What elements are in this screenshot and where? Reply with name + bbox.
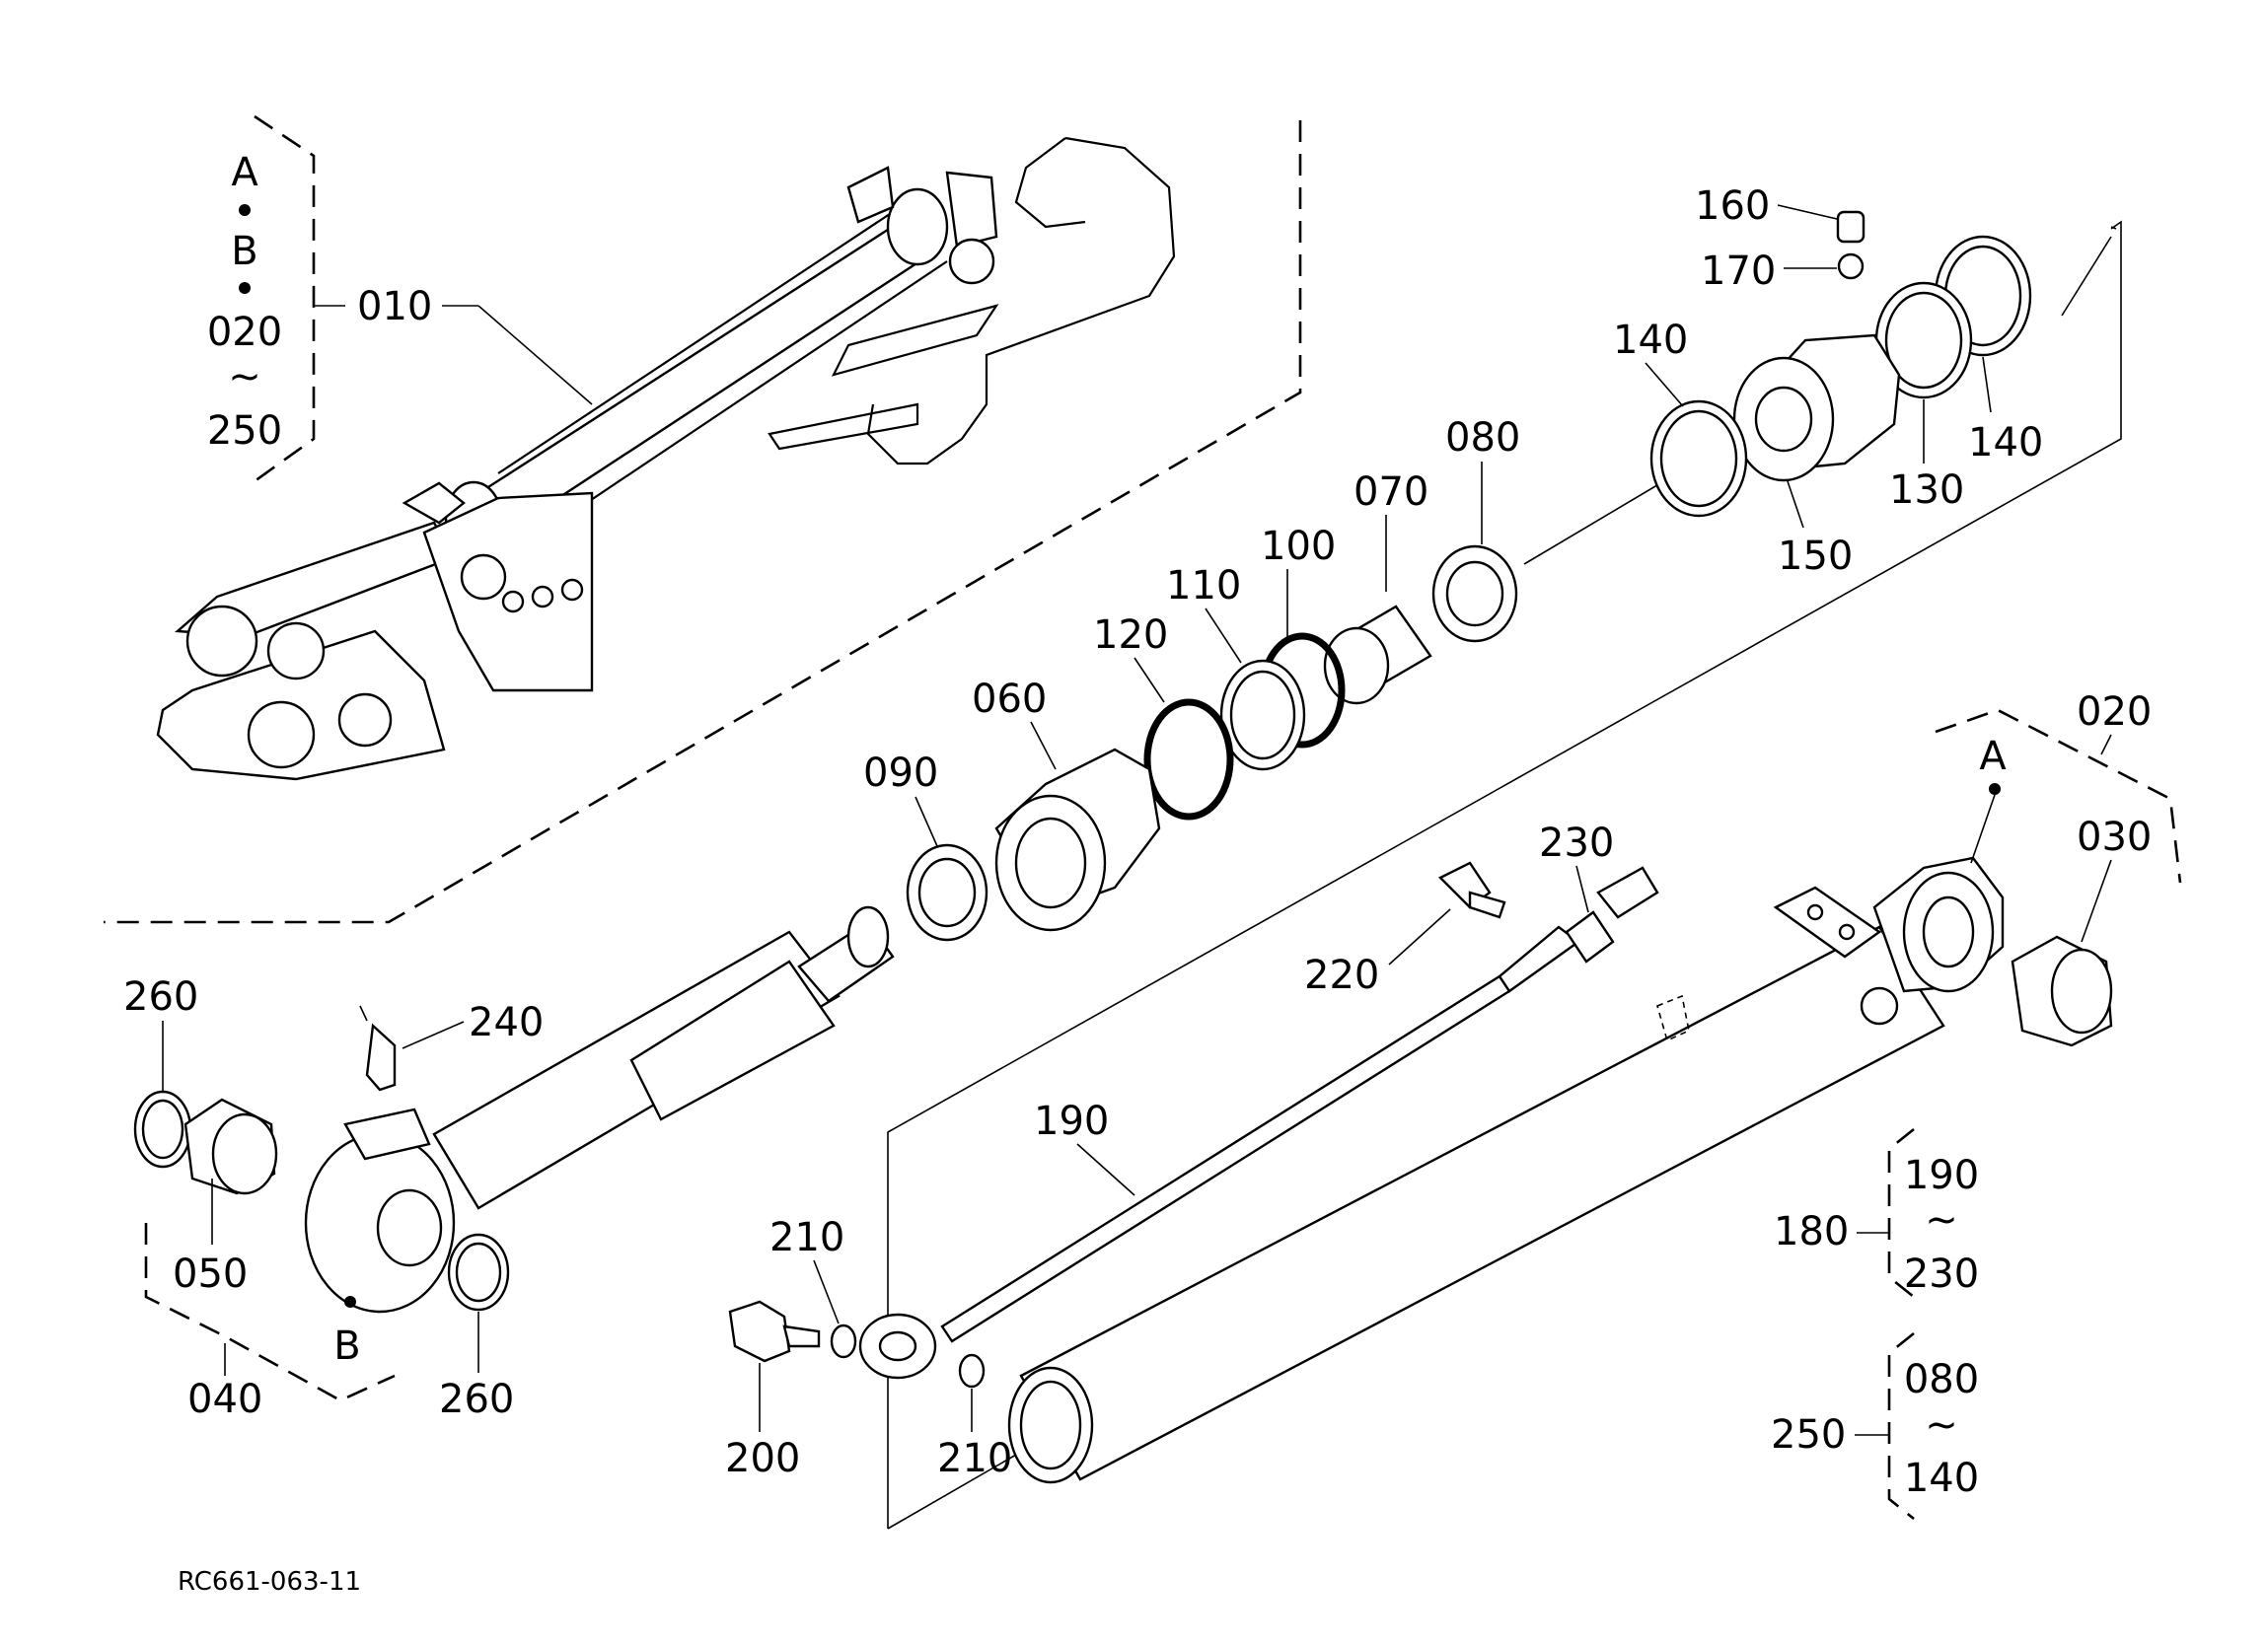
callout-050: 050 bbox=[173, 1252, 248, 1297]
marker-dot-a bbox=[1989, 783, 2001, 795]
range-180-first: 190 bbox=[1904, 1153, 1979, 1198]
assembly-040-rod: 240 260 260 050 B 040 bbox=[123, 905, 895, 1422]
callout-180: 180 bbox=[1774, 1209, 1849, 1254]
part-210-oring-a bbox=[830, 1324, 857, 1359]
range-250-first: 080 bbox=[1904, 1357, 1979, 1402]
callout-260a: 260 bbox=[123, 974, 198, 1020]
marker-a-bottom: A bbox=[1979, 734, 2007, 779]
part-160-setscrew bbox=[1836, 210, 1866, 244]
callout-210b: 210 bbox=[937, 1436, 1012, 1481]
callout-230: 230 bbox=[1539, 821, 1614, 866]
marker-b-bottom: B bbox=[333, 1324, 360, 1369]
assembly-010-boundary bbox=[104, 114, 1302, 924]
bullet-dot bbox=[239, 204, 251, 216]
part-170-ball bbox=[1837, 252, 1865, 280]
callout-150: 150 bbox=[1778, 534, 1853, 579]
callout-080: 080 bbox=[1445, 415, 1520, 461]
callout-170: 170 bbox=[1701, 249, 1776, 294]
callout-160: 160 bbox=[1695, 183, 1770, 229]
marker-a-top: A bbox=[231, 150, 258, 195]
assembly-250-range: 080 ~ 140 250 bbox=[1771, 1331, 1979, 1521]
bullet-dot bbox=[239, 282, 251, 294]
callout-190: 190 bbox=[1034, 1099, 1109, 1144]
range-250-last: 140 bbox=[1904, 1456, 1979, 1501]
part-200-fitting bbox=[728, 1300, 791, 1363]
marker-dot-b bbox=[344, 1296, 356, 1308]
callout-120: 120 bbox=[1093, 612, 1168, 658]
assembly-tube: 030 A 020 190 230 220 200 bbox=[725, 689, 2182, 1484]
range-010-last: 250 bbox=[207, 408, 282, 454]
callout-040: 040 bbox=[187, 1377, 262, 1422]
range-180-tilde: ~ bbox=[1925, 1197, 1958, 1243]
callout-090: 090 bbox=[863, 751, 938, 796]
callout-130: 130 bbox=[1889, 467, 1964, 513]
assembly-010-range: A B 020 ~ 250 010 bbox=[207, 150, 593, 454]
callout-240: 240 bbox=[469, 1000, 544, 1045]
range-180-last: 230 bbox=[1904, 1252, 1979, 1297]
callout-020: 020 bbox=[2077, 689, 2152, 735]
exploded-upper-row: 160 170 140 130 150 140 080 07 bbox=[863, 183, 2122, 1530]
callout-200: 200 bbox=[725, 1436, 800, 1481]
callout-140a: 140 bbox=[1613, 318, 1688, 363]
callout-010: 010 bbox=[357, 284, 432, 329]
part-210-oring-b bbox=[958, 1353, 986, 1389]
range-010-first: 020 bbox=[207, 310, 282, 355]
part-230-clamp bbox=[1565, 910, 1615, 964]
callout-100: 100 bbox=[1261, 524, 1336, 569]
callout-030: 030 bbox=[2077, 815, 2152, 860]
callout-110: 110 bbox=[1166, 563, 1241, 608]
range-250-tilde: ~ bbox=[1925, 1402, 1958, 1448]
assembly-010-illustration bbox=[156, 136, 1176, 781]
part-120-oring bbox=[1143, 698, 1234, 821]
range-010-tilde: ~ bbox=[228, 354, 261, 399]
callout-250: 250 bbox=[1771, 1412, 1846, 1458]
callout-070: 070 bbox=[1353, 469, 1428, 515]
callout-210a: 210 bbox=[769, 1215, 844, 1260]
callout-260b: 260 bbox=[439, 1377, 514, 1422]
callout-140b: 140 bbox=[1968, 420, 2043, 465]
part-240-grease-fitting bbox=[365, 1023, 397, 1092]
callout-060: 060 bbox=[972, 677, 1047, 722]
assembly-180-range: 190 ~ 230 180 bbox=[1774, 1127, 1979, 1299]
drawing-code: RC661-063-11 bbox=[178, 1567, 361, 1597]
callout-220: 220 bbox=[1304, 953, 1379, 998]
marker-b-top: B bbox=[231, 229, 257, 274]
